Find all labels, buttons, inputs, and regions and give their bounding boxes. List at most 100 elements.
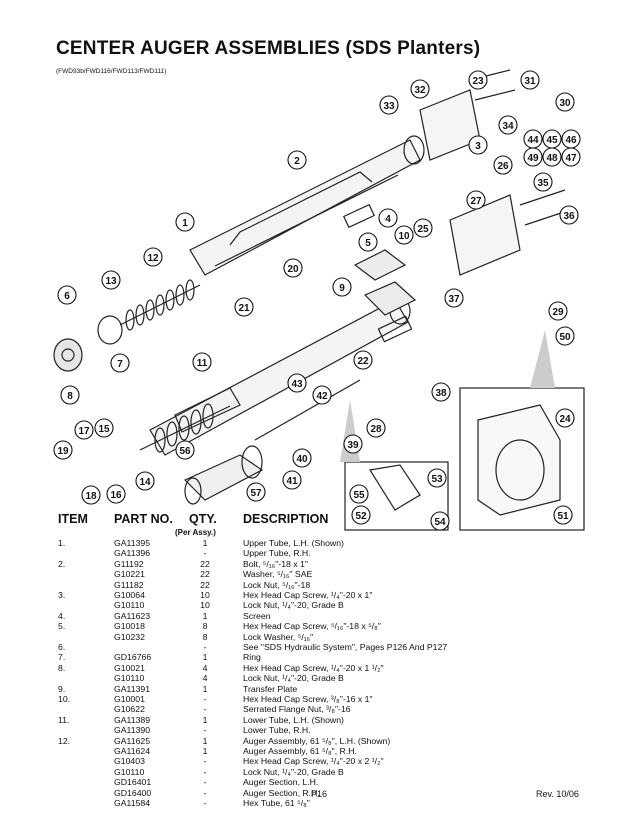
svg-text:20: 20 (287, 264, 299, 275)
callout: 55 (349, 484, 369, 504)
description: Lock Nut, ¹/₄"-20, Grade B (243, 673, 344, 684)
table-row: G10403-Hex Head Cap Screw, ¹/₄"-20 x 2 ¹… (0, 756, 638, 766)
svg-text:37: 37 (448, 294, 460, 305)
svg-text:18: 18 (85, 491, 97, 502)
description: Lock Nut, ⁵/₁₆"-18 (243, 579, 311, 590)
part-number: G11192 (114, 558, 144, 569)
item-number: 1. (58, 538, 66, 548)
table-row: G10110-Lock Nut, ¹/₄"-20, Grade B (0, 767, 638, 777)
svg-text:8: 8 (67, 391, 73, 402)
callout: 4 (378, 208, 398, 228)
table-row: 2. G11192 22 Bolt, ⁵/₁₆"-18 x 1" (0, 559, 638, 569)
item-number: 7. (58, 652, 66, 663)
description: Washer, ⁵/₁₆" SAE (243, 569, 313, 580)
quantity: 22 (200, 569, 210, 580)
quantity: - (203, 725, 207, 736)
svg-text:33: 33 (383, 101, 395, 112)
callout: 39 (343, 434, 363, 454)
callout: 25 (413, 218, 433, 238)
svg-text:28: 28 (370, 424, 382, 435)
item-number: 5. (58, 621, 66, 632)
part-number: G11182 (114, 579, 144, 590)
table-row: 6.-See "SDS Hydraulic System", Pages P12… (0, 642, 638, 652)
quantity: 1 (202, 610, 208, 621)
table-row: 10.G10001-Hex Head Cap Screw, ³/₈"-16 x … (0, 694, 638, 704)
part-number: GD16400 (114, 787, 152, 798)
callout: 5 (358, 232, 378, 252)
quantity: 22 (200, 558, 210, 569)
auger-cover (183, 445, 264, 505)
item-number: 10. (58, 694, 71, 704)
description: Auger Section, L.H. (243, 777, 319, 788)
quantity: 8 (202, 621, 208, 632)
col-header-description: DESCRIPTION (243, 512, 329, 526)
part-number: G10110 (114, 673, 145, 684)
description: Lock Nut, ¹/₄"-20, Grade B (243, 766, 344, 777)
page-title: CENTER AUGER ASSEMBLIES (SDS Planters) (56, 38, 481, 59)
svg-text:31: 31 (524, 76, 536, 87)
item-number: 2. (58, 558, 66, 569)
description: Upper Tube, L.H. (Shown) (243, 538, 344, 548)
callout: 44 (523, 129, 543, 149)
description: Lock Washer, ⁵/₁₆" (243, 631, 314, 642)
callout: 33 (379, 95, 399, 115)
callout: 42 (312, 385, 332, 405)
svg-text:50: 50 (559, 332, 571, 343)
description: Lock Nut, ¹/₄"-20, Grade B (243, 600, 344, 611)
part-number: GA11625 (114, 735, 151, 746)
part-number: GA11395 (114, 538, 151, 548)
svg-text:29: 29 (552, 307, 564, 318)
hydraulic-motor (53, 315, 123, 372)
quantity: 1 (202, 683, 208, 694)
callout: 48 (542, 147, 562, 167)
callout: 19 (53, 440, 73, 460)
description: Serrated Flange Nut, ³/₈"-16 (243, 704, 351, 715)
exploded-parts-diagram: 1 2 3 4 5 6 7 8 9 10 11 12 13 14 15 16 1… (53, 69, 585, 531)
quantity: - (203, 642, 207, 652)
callout: 51 (553, 505, 573, 525)
part-number: GA11391 (114, 683, 151, 694)
part-number: GA11624 (114, 746, 151, 756)
callout: 15 (94, 418, 114, 438)
description: Auger Section, R.H. (243, 787, 320, 798)
svg-text:2: 2 (294, 156, 300, 167)
item-number: 8. (58, 662, 66, 673)
quantity: 10 (200, 590, 210, 600)
svg-text:56: 56 (179, 446, 191, 457)
description: Auger Assembly, 61 ⁵/₈", R.H. (243, 746, 357, 756)
quantity: - (203, 798, 207, 808)
callout: 27 (466, 190, 486, 210)
svg-text:38: 38 (435, 388, 447, 399)
svg-text:55: 55 (353, 490, 365, 501)
table-row: G10110 4 Lock Nut, ¹/₄"-20, Grade B (0, 673, 638, 683)
svg-text:36: 36 (563, 211, 575, 222)
callout: 46 (561, 129, 581, 149)
callout: 53 (427, 468, 447, 488)
description: Auger Assembly, 61 ⁵/₈", L.H. (Shown) (243, 735, 391, 746)
callout: 7 (110, 353, 130, 373)
item-number: 11. (58, 714, 70, 725)
svg-text:14: 14 (139, 477, 151, 488)
callout: 30 (555, 92, 575, 112)
svg-text:54: 54 (434, 517, 446, 528)
quantity: 4 (202, 673, 208, 684)
part-number: G10064 (114, 590, 145, 600)
svg-text:34: 34 (502, 121, 514, 132)
callout: 11 (192, 352, 212, 372)
callout: 21 (234, 297, 254, 317)
callout: 32 (410, 79, 430, 99)
description: Bolt, ⁵/₁₆"-18 x 1" (243, 558, 308, 569)
callout: 28 (366, 418, 386, 438)
col-header-part: PART NO. (114, 512, 173, 526)
part-number: GA11584 (114, 798, 151, 808)
description: Upper Tube, R.H. (243, 548, 311, 559)
table-row: GD16401-Auger Section, L.H. (0, 777, 638, 787)
detail-box-right (459, 387, 585, 531)
page-number: P16 (311, 789, 328, 799)
